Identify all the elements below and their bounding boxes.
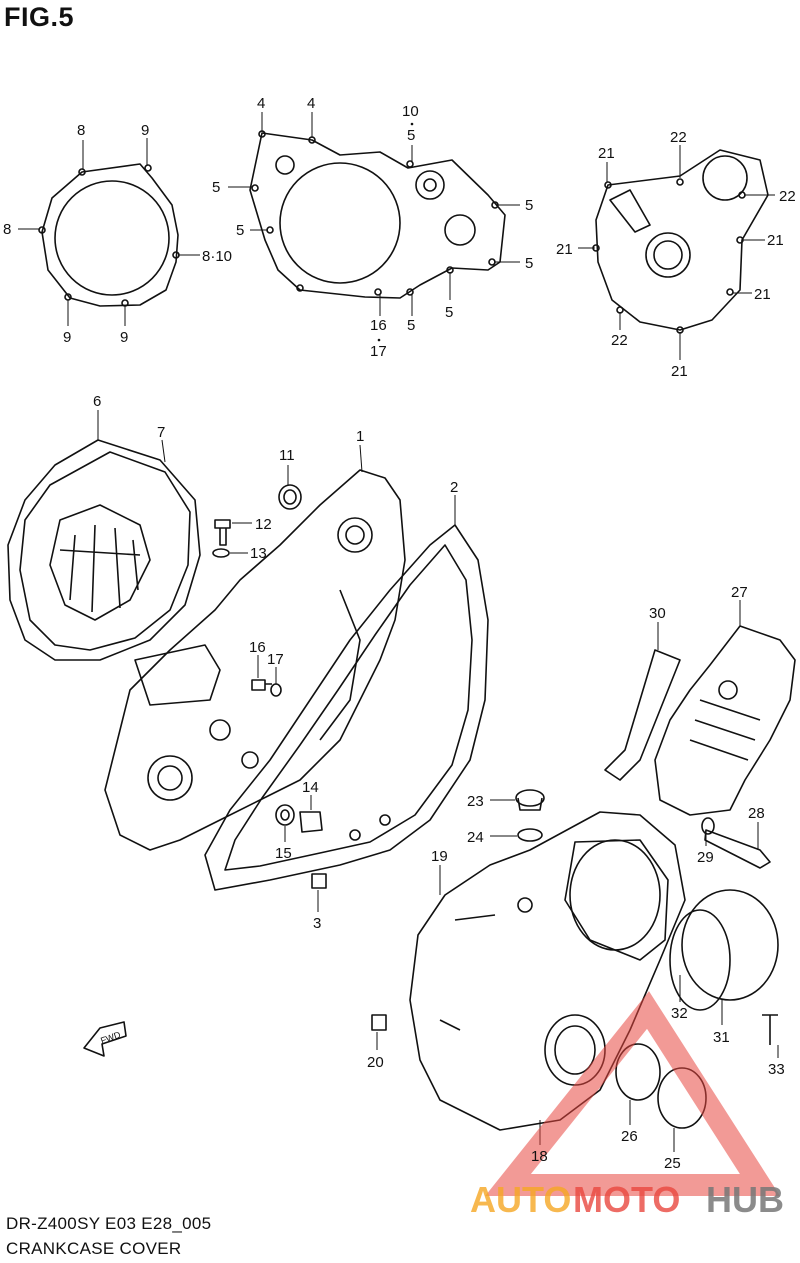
- small-fasteners: [212, 484, 327, 889]
- callout-label: 15: [275, 845, 292, 862]
- callout-label: 23: [467, 793, 484, 810]
- callout-label: 22: [779, 188, 796, 205]
- automotohub-logo: [485, 991, 781, 1196]
- callout-label: 12: [255, 516, 272, 533]
- leader-lines: [18, 112, 779, 1152]
- callout-label: 31: [713, 1029, 730, 1046]
- callout-label: 22: [611, 332, 628, 349]
- callout-label: 9: [120, 329, 128, 346]
- watermark-hub: HUB: [706, 1179, 784, 1220]
- model-code: DR-Z400SY E03 E28_005: [6, 1214, 212, 1233]
- section-name: CRANKCASE COVER: [6, 1239, 182, 1258]
- callout-label: 27: [731, 584, 748, 601]
- callout-label: 5: [212, 179, 220, 196]
- callout-label: 5: [445, 304, 453, 321]
- callout-label: 21: [598, 145, 615, 162]
- callout-label: 14: [302, 779, 319, 796]
- callout-label: 18: [531, 1148, 548, 1165]
- clutch-cover-gasket: [38, 163, 180, 307]
- callout-label: 5: [407, 127, 415, 144]
- callout-label: 29: [697, 849, 714, 866]
- magneto-cover-gasket: [592, 149, 769, 334]
- cover-gasket: [204, 524, 489, 891]
- callout-label: 8: [77, 122, 85, 139]
- callout-label: 11: [279, 447, 295, 464]
- callout-label: 17: [370, 343, 387, 360]
- callout-label: 4: [307, 95, 315, 112]
- callout-label: 3: [313, 915, 321, 932]
- callout-label: 4: [257, 95, 265, 112]
- callout-labels: 8 9 8 8·10 9 9 4 4 10 5 5 5 5 5 5 5 16 1…: [3, 95, 796, 1172]
- callout-label: 21: [671, 363, 688, 380]
- callout-label: 5: [525, 197, 533, 214]
- callout-label: 5: [236, 222, 244, 239]
- callout-label: 7: [157, 424, 165, 441]
- callout-label: 1: [356, 428, 364, 445]
- callout-label: 32: [671, 1005, 688, 1022]
- callout-label: 30: [649, 605, 666, 622]
- callout-label: 13: [250, 545, 267, 562]
- callout-label: 9: [141, 122, 149, 139]
- callout-label: 5: [407, 317, 415, 334]
- callout-label: 2: [450, 479, 458, 496]
- callout-label: 22: [670, 129, 687, 146]
- callout-label: 10: [402, 103, 419, 120]
- callout-label: 26: [621, 1128, 638, 1145]
- callout-label: 21: [767, 232, 784, 249]
- callout-label: 24: [467, 829, 484, 846]
- magneto-cover: [7, 439, 201, 661]
- callout-label: 16: [370, 317, 387, 334]
- watermark-moto: MOTO: [573, 1179, 680, 1220]
- separator-dots: [377, 122, 414, 342]
- figure-title: FIG.5: [4, 2, 75, 32]
- clutch-cover: [409, 811, 686, 1131]
- callout-label: 17: [267, 651, 284, 668]
- callout-label: 28: [748, 805, 765, 822]
- callout-label: 25: [664, 1155, 681, 1172]
- crankcase-cover-gasket: [249, 130, 506, 299]
- callout-label: 9: [63, 329, 71, 346]
- callout-label: 6: [93, 393, 101, 410]
- callout-label: 8: [3, 221, 11, 238]
- callout-label: 5: [525, 255, 533, 272]
- callout-label: 19: [431, 848, 448, 865]
- callout-label: 20: [367, 1054, 384, 1071]
- callout-label: 16: [249, 639, 266, 656]
- callout-label: 21: [754, 286, 771, 303]
- callout-label: 21: [556, 241, 573, 258]
- oil-plug-parts: [371, 789, 779, 1129]
- forward-arrow-icon: [83, 1021, 127, 1057]
- sprocket-cover: [604, 625, 796, 816]
- crankcase-cover: [104, 469, 406, 851]
- callout-label: 33: [768, 1061, 785, 1078]
- watermark-auto: AUTO: [470, 1179, 571, 1220]
- callout-label: 8·10: [202, 248, 232, 265]
